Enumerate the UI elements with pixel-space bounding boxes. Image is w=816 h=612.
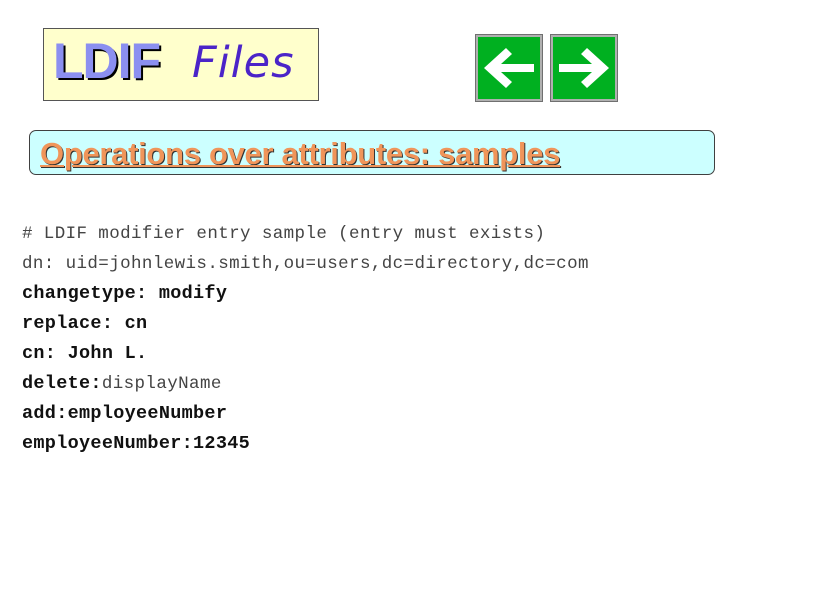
arrow-left-icon: [484, 48, 534, 88]
next-button[interactable]: [550, 34, 618, 102]
code-changetype: changetype: modify: [22, 283, 228, 304]
code-replace: replace: cn: [22, 313, 148, 334]
code-dn: dn: uid=johnlewis.smith,ou=users,dc=dire…: [22, 254, 589, 274]
previous-button[interactable]: [475, 34, 543, 102]
ldif-code-block: # LDIF modifier entry sample (entry must…: [22, 219, 589, 459]
code-delete-key: delete:: [22, 373, 102, 394]
title-sub: Files: [192, 38, 295, 88]
code-comment: # LDIF modifier entry sample (entry must…: [22, 224, 546, 244]
title-box: LDIF Files: [43, 28, 319, 101]
page-heading: Operations over attributes: samples: [40, 136, 561, 171]
arrow-right-icon: [559, 48, 609, 88]
code-delete-value: displayName: [101, 374, 222, 394]
code-cn: cn: John L.: [22, 343, 148, 364]
code-employee-number: employeeNumber:12345: [22, 433, 251, 454]
heading-box: Operations over attributes: samples: [29, 130, 715, 175]
code-delete: delete:displayName: [22, 369, 589, 399]
code-add: add:employeeNumber: [22, 403, 228, 424]
title-main: LDIF: [53, 33, 161, 89]
